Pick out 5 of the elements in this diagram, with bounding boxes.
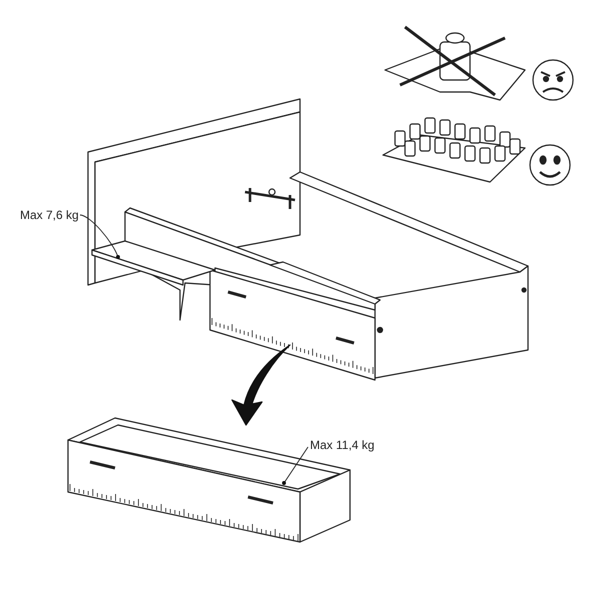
shelf-drawing xyxy=(91,240,216,286)
leader-line xyxy=(282,446,308,485)
load-limit-label: Max 11,4 kg xyxy=(310,438,374,452)
load-limit-label: Max 7,6 kg xyxy=(20,208,79,222)
leader-line xyxy=(80,214,120,259)
